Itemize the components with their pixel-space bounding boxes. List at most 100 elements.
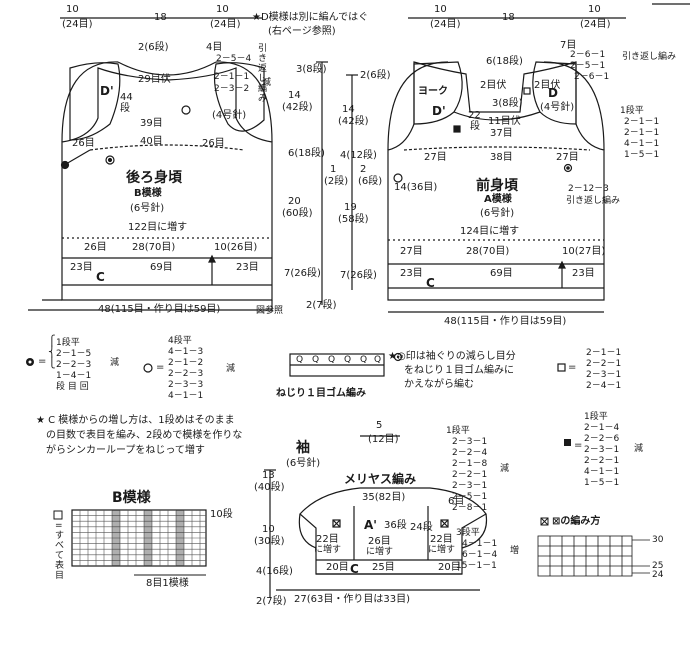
front-band-28: 28(70目) [466, 246, 510, 257]
front-rows-6: 6(18段) [486, 56, 523, 67]
sleeve-top: 5 [376, 420, 383, 431]
back-pattern: B模様 [134, 188, 162, 199]
sleeve-inc-3: 6－1－4 [462, 550, 498, 560]
center-h3: 6(18段) [288, 148, 325, 159]
front-sr-2: 引き返し編み [566, 196, 621, 206]
rib-cell-5: Q [360, 355, 368, 365]
dec-sq-3: 2－2－6 [584, 434, 620, 444]
b-pattern-title: B模様 [112, 490, 151, 506]
back-band-28: 28(70目) [132, 242, 176, 253]
front-yoke: ヨーク [418, 86, 448, 97]
b-legend-c3: て [55, 551, 65, 561]
center-r5-unit: (6段) [358, 176, 383, 187]
center-h4: 20 [288, 196, 301, 207]
front-rows-3: 3(8段) [492, 98, 523, 109]
center-h4-unit: (60段) [282, 208, 313, 219]
front-seq-title: 1段平 [620, 106, 644, 116]
sleeve-band-20-left: 20目 [326, 562, 349, 573]
width-right-stitches: (24目) [210, 19, 241, 30]
sleeve-dec-3: 2－2－4 [452, 448, 488, 458]
back-bind-29: 29目伏 [138, 74, 171, 85]
front-width-right-stitches: (24目) [580, 19, 611, 30]
front-width-left: 10 [434, 4, 447, 15]
front-bind-2a: 2目伏 [480, 80, 507, 91]
dec-left-4: 1－4－1 [56, 371, 92, 381]
back-inc-122: 122目に増す [128, 222, 188, 233]
sleeve-h3: 4(16段) [256, 566, 293, 577]
sleeve-title: 袖 [296, 440, 310, 456]
dec-sq-7: 1－5－1 [584, 478, 620, 488]
back-dec-c: 2－3－2 [214, 84, 250, 94]
front-short-rows: 引き返し編み [622, 52, 677, 62]
back-neck-rows: 2(6段) [138, 42, 169, 53]
sleeve-6: 6目 [448, 496, 465, 507]
b-pattern-rows: 10段 [210, 509, 233, 520]
note-c-2: の目数で表目を編み、2段めで模様を作りな [46, 430, 243, 441]
front-band-10: 10(27目) [562, 246, 606, 257]
sleeve-inc-4: 15－1－1 [456, 561, 497, 571]
back-title: 後ろ身頃 [126, 170, 182, 186]
sleeve-top-stitches: (12目) [368, 434, 399, 445]
sleeve-h4: 2(7段) [256, 596, 287, 607]
back-band-10: 10(26目) [214, 242, 258, 253]
dec-left-1: 1段平 [56, 338, 80, 348]
back-26-right: 26目 [202, 138, 225, 149]
rib-cell-1: Q [296, 355, 304, 365]
dec-mid-4: 2－2－3 [168, 369, 204, 379]
b-grid-lines [72, 510, 206, 566]
rib-cell-3: Q [328, 355, 336, 365]
front-rows-22: 22 [468, 110, 481, 121]
front-7: 7目 [560, 40, 577, 51]
center-r4-unit: (2段) [324, 176, 349, 187]
sleeve-stst: メリヤス編み [344, 472, 417, 486]
dec-box-3: 2－3－1 [586, 370, 622, 380]
sleeve-inc-gen: 増 [510, 546, 520, 556]
rib-label: ねじり１目ゴム編み [276, 388, 366, 399]
back-rib-23-left: 23目 [70, 262, 93, 273]
dec-mid-gen: 減 [226, 364, 236, 374]
front-needle-4: (4号針) [540, 102, 575, 113]
dec-left-gen: 減 [110, 358, 120, 368]
front-38: 38目 [490, 152, 513, 163]
front-37: 37目 [490, 128, 513, 139]
center-r3: 4(12段) [340, 150, 377, 161]
rib-cell-4: Q [344, 355, 352, 365]
front-rows-22-unit: 段 [470, 121, 480, 132]
back-rows-44-unit: 段 [120, 103, 130, 114]
dec-mid-eq: = [156, 362, 165, 373]
front-width-right: 10 [588, 4, 601, 15]
dec-sq-2: 2－1－4 [584, 423, 620, 433]
x-pattern-30: 30 [652, 535, 664, 545]
front-dec-b: 2－5－1 [570, 61, 606, 71]
center-r7: 7(26段) [340, 270, 377, 281]
back-40: 40目 [140, 136, 163, 147]
front-d-right: D [548, 86, 558, 100]
back-rib-69: 69目 [150, 262, 173, 273]
back-4-stitches: 4目 [206, 42, 223, 53]
note-dot-3: かえながら編む [404, 379, 474, 390]
x-pattern-chart [537, 535, 650, 577]
dec-sq-5: 2－2－1 [584, 456, 620, 466]
front-seq-4: 1－5－1 [624, 150, 660, 160]
width-left-stitches: (24目) [62, 19, 93, 30]
front-dec-c: 2－6－1 [574, 72, 610, 82]
front-c: C [426, 276, 435, 290]
back-rows-44: 44 [120, 92, 133, 103]
center-h2: 14 [288, 90, 301, 101]
sleeve-bottom: 27(63目・作り目は33目) [294, 594, 410, 605]
d-note-line1: ★D模様は別に編んではぐ [252, 12, 369, 23]
sleeve-dec-4: 2－1－8 [452, 459, 488, 469]
note-c-1: ★ C 模様からの増し方は、1段めはそのまま [36, 415, 235, 426]
back-band-26: 26目 [84, 242, 107, 253]
b-legend-c1: す [55, 531, 65, 541]
center-r4: 1 [330, 164, 337, 175]
front-seq-2: 2－1－1 [624, 128, 660, 138]
sleeve-h1-unit: (40段) [254, 482, 285, 493]
front-bind-2b: 2目伏 [534, 80, 561, 91]
back-dec-gen: 減 [262, 78, 272, 88]
center-r6: 19 [344, 202, 357, 213]
dec-mid-5: 2－3－3 [168, 380, 204, 390]
back-d-piece [69, 62, 121, 141]
center-r1: 2(6段) [360, 70, 391, 81]
